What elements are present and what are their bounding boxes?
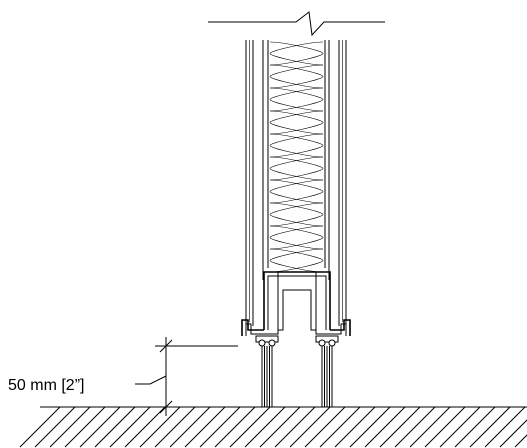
hatch-line — [79, 406, 121, 448]
hatch-line — [499, 419, 527, 448]
insulation-loop — [269, 248, 324, 273]
left-wall-panel — [245, 40, 264, 326]
right-base-clip — [315, 319, 351, 347]
hatch-line — [229, 406, 271, 448]
insulation-loop — [269, 202, 324, 227]
hatch-line — [304, 406, 346, 448]
hatch-line — [349, 406, 391, 448]
hatch-line — [244, 406, 286, 448]
hatch-line — [199, 406, 241, 448]
hatch-line — [124, 406, 166, 448]
hatch-line — [94, 406, 136, 448]
insulation-loop — [269, 202, 324, 227]
hatch-line — [169, 406, 211, 448]
hatch-line — [484, 406, 526, 448]
hatch-line — [409, 406, 451, 448]
hatch-line — [439, 406, 481, 448]
insulation-loop — [269, 41, 324, 66]
insulation-loop — [269, 225, 324, 250]
hatch-line — [394, 406, 436, 448]
insulation-loop — [269, 156, 324, 181]
insulation-loop — [269, 156, 324, 181]
insulation-loop — [269, 64, 324, 89]
insulation-loop — [269, 133, 324, 158]
hatch-line — [19, 406, 61, 448]
dimension-50mm: 50 mm [2”] — [8, 337, 238, 416]
insulation-loop — [269, 87, 324, 112]
insulation-loop — [269, 179, 324, 204]
insulation — [267, 40, 326, 273]
insulation-loop — [269, 179, 324, 204]
hatch-line — [274, 406, 316, 448]
right-support-leg — [321, 346, 333, 407]
right-wall-panel — [328, 40, 347, 326]
hatch-line — [379, 406, 421, 448]
hatch-line — [334, 406, 376, 448]
left-base-clip — [241, 319, 279, 347]
insulation-loop — [269, 110, 324, 135]
steel-track — [263, 271, 331, 331]
hatch-line — [154, 406, 196, 448]
insulation-loop — [269, 64, 324, 89]
hatch-line — [469, 406, 511, 448]
hatch-line — [259, 406, 301, 448]
hatch-line — [49, 406, 91, 448]
hatch-line — [424, 406, 466, 448]
break-line — [208, 11, 385, 37]
hatch-line — [514, 434, 527, 448]
hatch-line — [454, 406, 496, 448]
insulation-loop — [269, 41, 324, 66]
insulation-loop — [269, 133, 324, 158]
hatch-line — [109, 406, 151, 448]
hatch-line — [319, 406, 361, 448]
left-support-leg — [261, 346, 273, 407]
hatch-line — [289, 406, 331, 448]
ground-hatch — [19, 406, 527, 448]
hatch-line — [214, 406, 256, 448]
hatch-line — [364, 406, 406, 448]
insulation-loop — [269, 248, 324, 273]
hatch-line — [64, 406, 106, 448]
dimension-label: 50 mm [2”] — [8, 377, 84, 394]
hatch-line — [139, 406, 181, 448]
insulation-loop — [269, 225, 324, 250]
insulation-loop — [269, 110, 324, 135]
hatch-line — [184, 406, 226, 448]
insulation-loop — [269, 87, 324, 112]
hatch-line — [34, 406, 76, 448]
